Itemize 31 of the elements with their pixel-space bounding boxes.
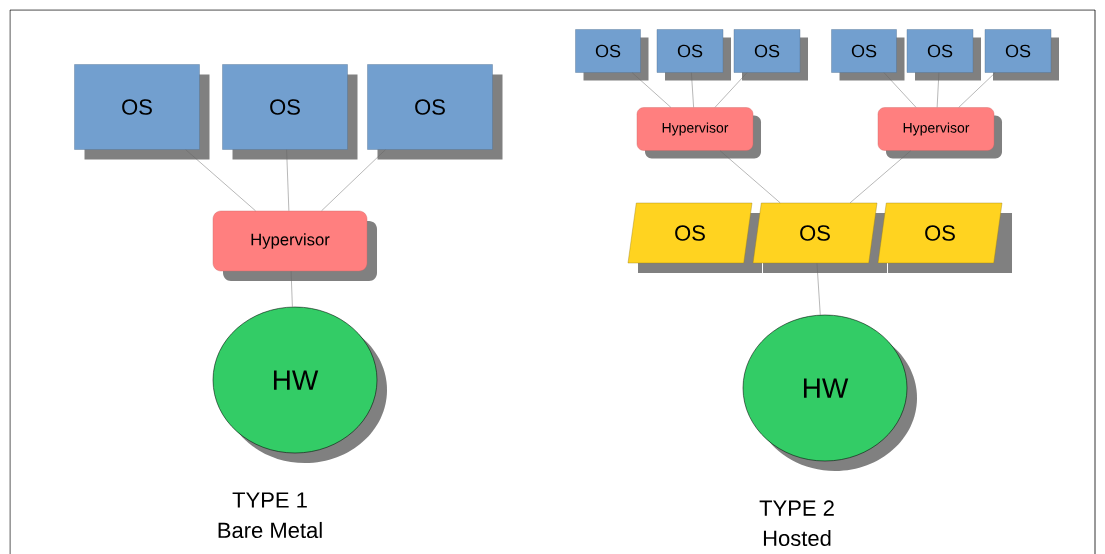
connector-line	[321, 149, 386, 212]
caption-text: Hosted	[763, 529, 831, 547]
hypervisor-box: Hypervisor	[212, 210, 377, 281]
hypervisor-box: Hypervisor	[636, 107, 761, 159]
connector-line	[883, 72, 917, 108]
os-parallelogram: OS	[752, 202, 887, 273]
os-parallelogram: OS	[627, 202, 762, 273]
os-box: OS	[984, 29, 1059, 81]
connector-line	[936, 72, 940, 108]
connector-line	[719, 150, 781, 204]
caption-text: TYPE 2	[759, 500, 834, 516]
os-box: OS	[656, 29, 731, 81]
connector-line	[691, 72, 694, 108]
os-parallelogram: OS	[877, 202, 1012, 273]
os-box: OS	[575, 29, 649, 81]
os-box: OS	[831, 29, 905, 81]
os-box: OS	[367, 64, 503, 160]
connector-line	[631, 72, 672, 108]
connector-line	[958, 72, 996, 108]
os-box: OS	[222, 64, 358, 160]
connector-line	[286, 149, 290, 212]
connector-line	[849, 150, 911, 204]
hypervisor-box: Hypervisor	[877, 107, 1002, 159]
connector-line	[290, 270, 293, 307]
os-box: OS	[906, 29, 981, 81]
caption-text: Bare Metal	[218, 521, 322, 539]
os-box: OS	[74, 64, 210, 160]
caption-text: TYPE 1	[232, 492, 307, 508]
connector-line	[714, 72, 748, 108]
os-box: OS	[733, 29, 808, 81]
connector-line	[816, 262, 821, 316]
